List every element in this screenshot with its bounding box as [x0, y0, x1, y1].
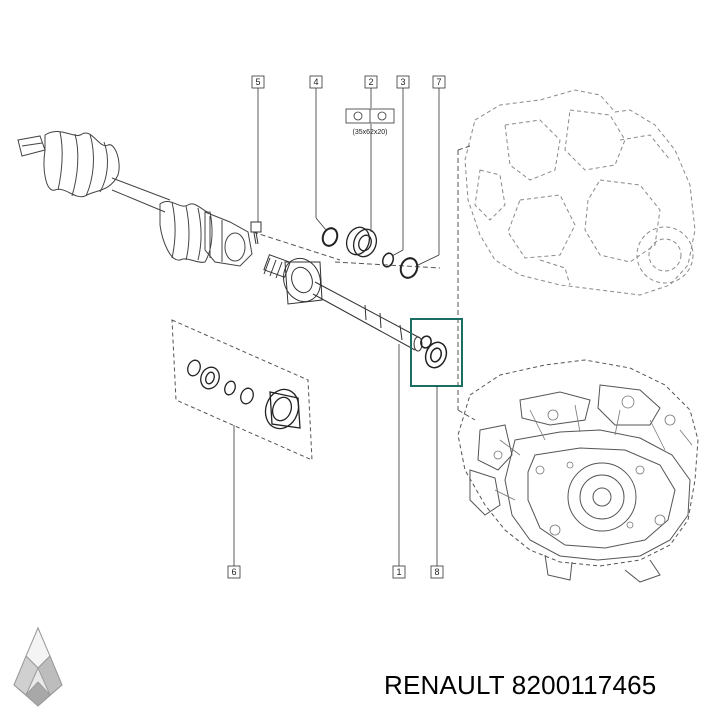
- callout-5: 5: [251, 75, 265, 89]
- callout-7-label: 7: [436, 77, 441, 87]
- callout-6: 6: [227, 565, 241, 579]
- callout-2: 2: [364, 75, 378, 89]
- engine-upper-outline: [464, 89, 696, 296]
- callout-1-label: 1: [396, 567, 401, 577]
- part-3-circlip: [381, 252, 395, 268]
- callout-leaders: [233, 88, 440, 566]
- callout-6-label: 6: [231, 567, 236, 577]
- callout-2-label: 2: [368, 77, 373, 87]
- part-8-highlight-box: [410, 318, 463, 387]
- callout-4: 4: [309, 75, 323, 89]
- part-7-oring: [399, 257, 419, 279]
- callout-8-label: 8: [434, 567, 439, 577]
- assembly-guide-lines: [252, 145, 476, 421]
- bearing-spec-symbol: (35x62x20): [345, 108, 395, 136]
- part-6-kit: [171, 319, 313, 461]
- renault-diamond-logo: [13, 626, 63, 707]
- part-2-bearing: [345, 226, 378, 258]
- intermediate-shaft: [263, 254, 423, 352]
- callout-3: 3: [396, 75, 410, 89]
- callout-8: 8: [430, 565, 444, 579]
- bearing-spec-text: (35x62x20): [352, 129, 387, 136]
- callout-1: 1: [392, 565, 406, 579]
- callout-5-label: 5: [255, 77, 260, 87]
- part-number-caption: RENAULT 8200117465: [384, 670, 657, 700]
- drive-shaft-outer-end: [17, 130, 253, 267]
- part-8-seal: [420, 335, 448, 369]
- part-4-oring: [321, 227, 339, 247]
- part-5-bolt: [250, 221, 262, 245]
- callout-7: 7: [432, 75, 446, 89]
- engine-lower-illustration: [457, 359, 699, 583]
- callout-3-label: 3: [400, 77, 405, 87]
- callout-4-label: 4: [313, 77, 318, 87]
